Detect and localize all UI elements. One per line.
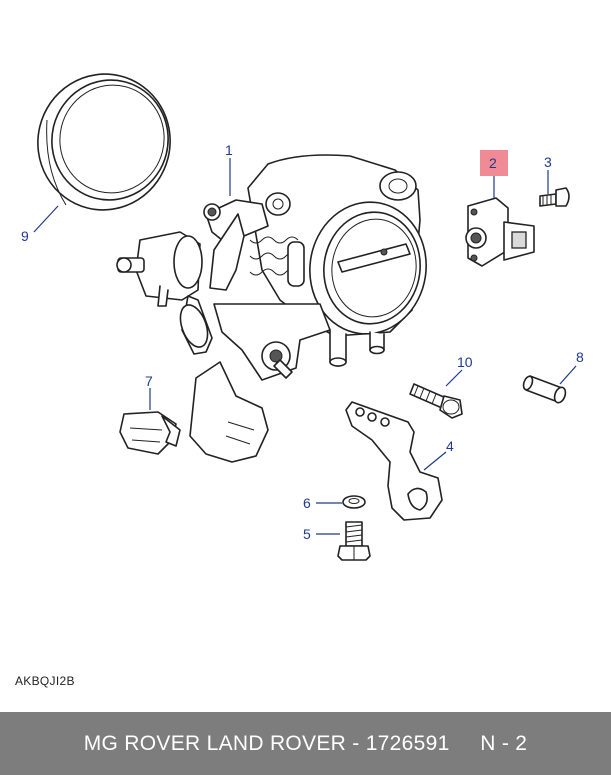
callout-7[interactable]: 7 [145,373,153,389]
callout-2-highlight [480,150,508,176]
callout-4[interactable]: 4 [446,438,454,454]
washer-part [342,495,366,509]
callout-2[interactable]: 2 [489,155,497,171]
throttle-body-part [247,154,427,367]
callout-8[interactable]: 8 [576,349,584,365]
bolt-part [409,383,463,419]
leader-lines [33,158,577,535]
footer-caption: MG ROVER LAND ROVER - 1726591 N - 2 [83,731,528,755]
callout-3[interactable]: 3 [544,154,552,170]
parts-diagram: 1 2 3 4 5 6 7 8 9 10 [21,73,584,561]
diagram-reference-code: AKBQJI2B [15,674,75,688]
callout-10[interactable]: 10 [457,354,473,370]
callout-1[interactable]: 1 [225,142,233,158]
sensor-screw-part [539,187,570,207]
ring-sleeve-part [37,73,171,211]
callout-5[interactable]: 5 [303,526,311,542]
footer-bar: MG ROVER LAND ROVER - 1726591 N - 2 [0,712,611,775]
throttle-position-sensor-part [465,197,535,267]
clip-part [119,411,181,455]
callout-9[interactable]: 9 [21,228,29,244]
pin-part [522,375,567,404]
bracket-part [345,401,443,521]
throttle-linkage-part [116,199,331,463]
hex-bolt-part [337,521,371,561]
callout-6[interactable]: 6 [303,495,311,511]
